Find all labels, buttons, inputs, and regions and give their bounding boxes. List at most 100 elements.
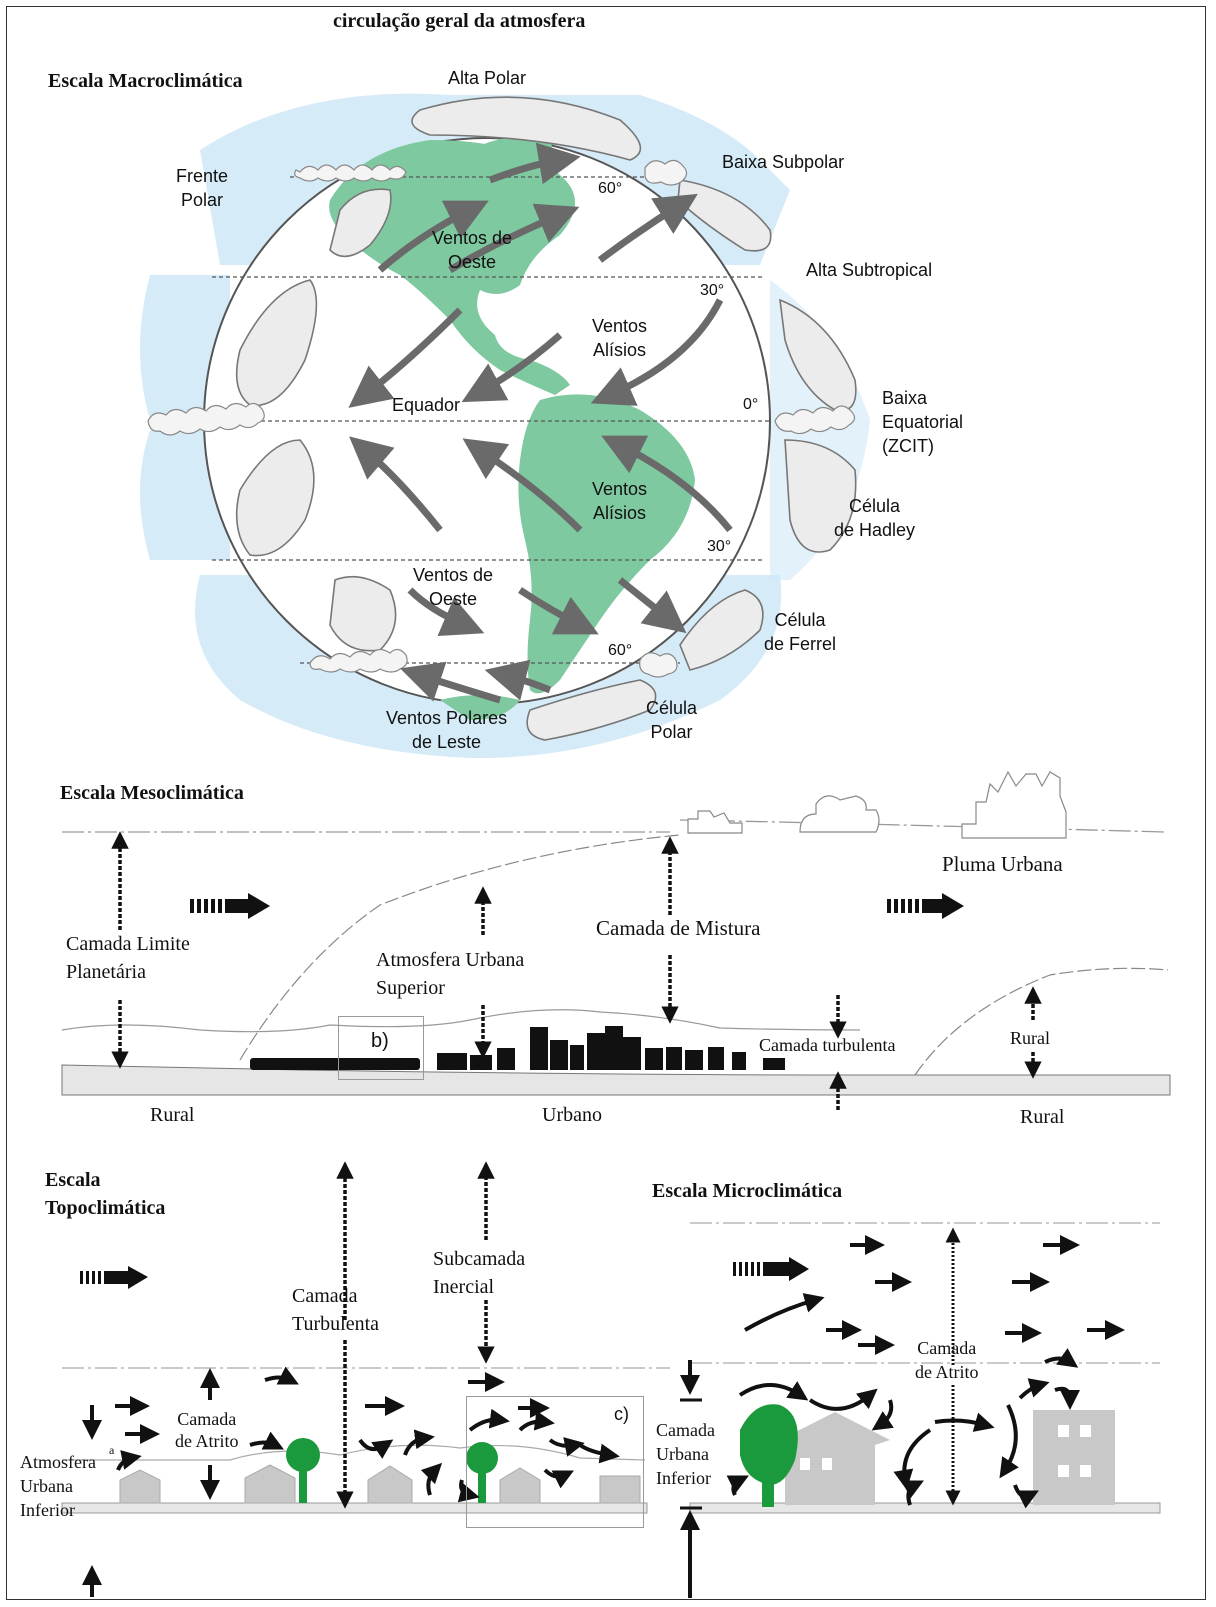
arrow-westerly-s2: [518, 587, 599, 635]
cloud-equator-right: [774, 405, 856, 435]
flow-arrow-micro: [733, 1257, 809, 1281]
polar-cell-top: [411, 96, 642, 161]
topo-heading: Escala Topoclimática: [45, 1169, 166, 1219]
micro-building: [1033, 1410, 1115, 1505]
arrow-trade-n3: [590, 298, 724, 406]
arrow-m-c4: [934, 1412, 995, 1432]
label-alta-polar: Alta Polar: [448, 68, 527, 88]
arrow-t-c2: [249, 1431, 284, 1450]
building-15: [763, 1058, 785, 1070]
arrow-t-c5: [468, 1408, 510, 1432]
arrow-trade-n2: [461, 332, 563, 403]
building-9: [623, 1037, 641, 1070]
label-celula-ferrel: Célula de Ferrel: [764, 610, 837, 654]
house-t4: [499, 1467, 541, 1504]
arrow-trade-s3: [601, 435, 733, 533]
polar-cell-bottom: [526, 679, 657, 741]
flow-arrow-meso-right: [887, 893, 964, 919]
micro-house: [770, 1412, 890, 1505]
macro-heading: Escala Macroclimática: [48, 70, 243, 92]
tree-t2: [466, 1442, 498, 1503]
house-t2: [244, 1464, 296, 1504]
label-celula-polar: Célula Polar: [646, 698, 698, 742]
arrow-t-c12: [116, 1450, 142, 1471]
suburb-strip: [250, 1058, 420, 1070]
label-rural-right: Rural: [1020, 1106, 1065, 1128]
arrow-trade-s2: [462, 438, 583, 533]
label-lat-30n: 30°: [700, 282, 725, 299]
label-lat-60n: 60°: [598, 180, 623, 197]
arrow-trade-s1: [349, 436, 443, 533]
arrow-m-c11: [901, 1480, 924, 1506]
arrow-t-c1: [264, 1366, 299, 1385]
topo-canopy-line: [62, 1444, 646, 1461]
building-6: [570, 1045, 584, 1070]
label-ventos-alisios-n: Ventos Alísios: [592, 316, 648, 360]
arrow-m-c6: [1018, 1378, 1050, 1400]
house-t5: [599, 1475, 641, 1504]
label-b: b): [371, 1030, 389, 1052]
greenland: [470, 136, 553, 184]
label-ventos-oeste-n: Ventos de Oeste: [432, 228, 513, 272]
inset-box-b: [338, 1016, 424, 1080]
arrow-t-c6: [518, 1410, 555, 1432]
label-alta-subtropical: Alta Subtropical: [806, 260, 933, 280]
arrow-t-c7: [548, 1437, 585, 1457]
building-13: [708, 1047, 724, 1070]
antarctica-tip: [440, 695, 520, 720]
label-lat-0: 0°: [743, 396, 759, 413]
page-title: circulação geral da atmosfera: [333, 10, 586, 32]
label-baixa-subpolar: Baixa Subpolar: [722, 152, 845, 172]
building-11: [666, 1047, 682, 1070]
label-celula-hadley: Célula de Hadley: [834, 496, 916, 540]
arrow-westerly-n2: [448, 203, 580, 274]
hadley-cell-sw: [235, 439, 315, 557]
cloud-equator-left: [147, 402, 265, 436]
cloud-baixa-subpolar: [644, 159, 688, 186]
arrow-m-c13: [726, 1475, 749, 1496]
house-t3: [367, 1465, 413, 1504]
topo-diagram: [61, 1161, 670, 1597]
building-8: [605, 1026, 623, 1070]
cloud-frente-polar-n: [294, 164, 407, 182]
arrow-trade-n1: [348, 307, 463, 408]
arrow-polar-easterly-2: [484, 659, 552, 701]
label-camada-atrito-micro: Camada de Atrito: [915, 1338, 979, 1382]
flow-arrow-meso-left: [190, 893, 270, 919]
arrow-m-c5: [1044, 1348, 1079, 1368]
micro-diagram: [680, 1222, 1161, 1598]
arrow-westerly-n3: [597, 193, 698, 263]
building-1: [437, 1053, 467, 1070]
macro-globe: [140, 93, 870, 759]
arrow-m-c9: [893, 1428, 932, 1490]
inset-box-c: [466, 1396, 644, 1528]
label-atm-urbana-inferior: Atmosfera Urbana Inferior: [20, 1452, 96, 1520]
arrow-m-c8: [999, 1404, 1019, 1479]
label-urbano: Urbano: [542, 1104, 602, 1126]
label-camada-turbulenta-topo: Camada Turbulenta: [292, 1285, 380, 1335]
mixing-layer-curve: [239, 834, 681, 1061]
meso-diagram: [61, 770, 1171, 1110]
plume-cloud-2: [799, 795, 880, 833]
label-frente-polar: Frente Polar: [176, 166, 229, 210]
rural-layer-curve: [914, 967, 1169, 1076]
arrow-t-c4: [403, 1429, 435, 1456]
arrow-t-c3: [358, 1438, 394, 1459]
label-camada-atrito-topo: Camada de Atrito: [175, 1409, 239, 1451]
arrow-m-c3: [808, 1388, 878, 1411]
label-a-mark: a: [109, 1443, 115, 1457]
building-10: [645, 1048, 663, 1070]
arrow-westerly-s3: [617, 577, 687, 634]
hadley-cell-nw: [235, 279, 318, 407]
arrow-t-c9: [543, 1468, 574, 1489]
building-14: [732, 1052, 746, 1070]
meso-ground: [61, 1064, 1171, 1096]
micro-heading: Escala Microclimática: [652, 1180, 843, 1202]
ferrel-cell-left: [329, 188, 392, 258]
cloud-celula-polar-s: [639, 652, 678, 678]
label-ventos-oeste-s: Ventos de Oeste: [413, 565, 494, 609]
house-t1: [119, 1469, 161, 1504]
building-3: [497, 1048, 515, 1070]
label-camada-mistura: Camada de Mistura: [596, 916, 761, 940]
